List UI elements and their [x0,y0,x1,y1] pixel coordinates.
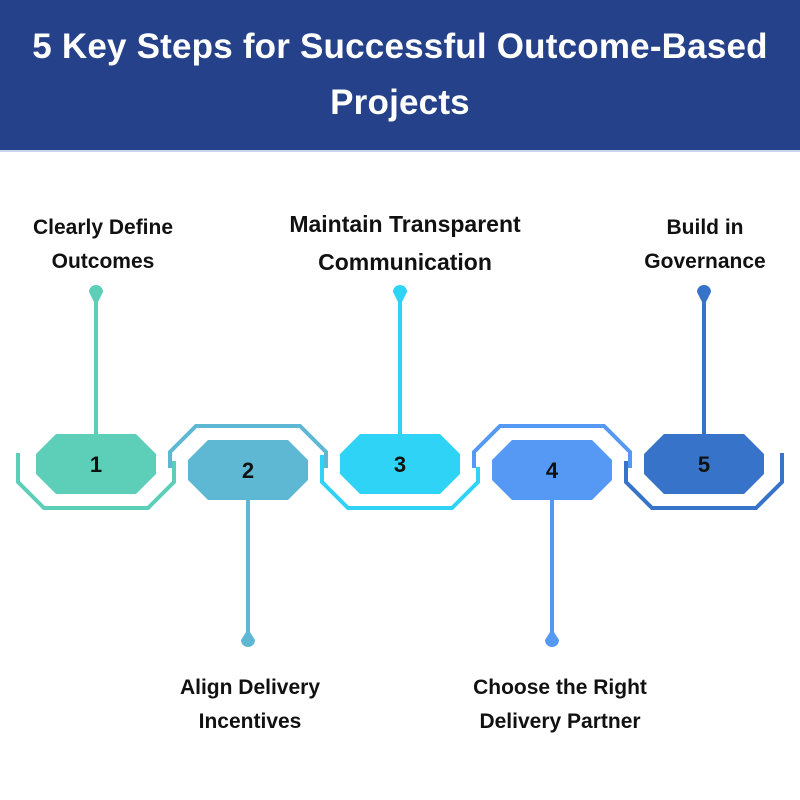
step-2-octagon [188,440,308,500]
step-4-label-line1: Choose the Right [473,676,647,699]
step-5-pin-dot [697,285,711,302]
step-3-number: 3 [394,452,406,477]
step-1-bracket [16,453,176,510]
step-4-number: 4 [546,458,559,483]
header-divider [0,150,800,152]
step-1-label: Clearly Define Outcomes [0,211,206,279]
step-2-label-line1: Align Delivery [179,676,321,699]
step-5-octagon [644,434,764,494]
step-3-label-line2: Communication [318,249,492,275]
step-4-pin-dot [545,632,559,647]
step-5-number: 5 [698,452,710,477]
step-2-label-line2: Incentives [198,710,302,733]
step-2-number: 2 [242,458,254,483]
step-3-octagon [340,434,460,494]
step-3-bracket [320,455,480,510]
header-banner: 5 Key Steps for Successful Outcome-Based… [0,0,800,150]
step-4-bracket [472,424,632,468]
step-2-pin-dot [241,632,255,647]
step-5-bracket [624,453,784,510]
step-3-label: Maintain Transparent Communication [250,205,560,281]
step-5-label-line2: Governance [644,250,766,273]
step-1-label-line2: Outcomes [51,250,155,273]
step-3-label-line1: Maintain Transparent [289,211,521,237]
step-4-label: Choose the Right Delivery Partner [430,671,690,739]
page-title: 5 Key Steps for Successful Outcome-Based… [32,27,768,122]
step-5-label: Build in Governance [600,211,800,279]
step-4-label-line2: Delivery Partner [479,710,641,733]
step-1-label-line1: Clearly Define [32,216,174,239]
step-1-pin-dot [89,285,103,302]
step-2-label: Align Delivery Incentives [140,671,360,739]
step-2-bracket [168,424,328,468]
step-4-octagon [492,440,612,500]
step-5-label-line1: Build in [666,216,744,239]
step-1-number: 1 [90,452,102,477]
step-1-octagon [36,434,156,494]
step-3-pin-dot [393,285,407,302]
